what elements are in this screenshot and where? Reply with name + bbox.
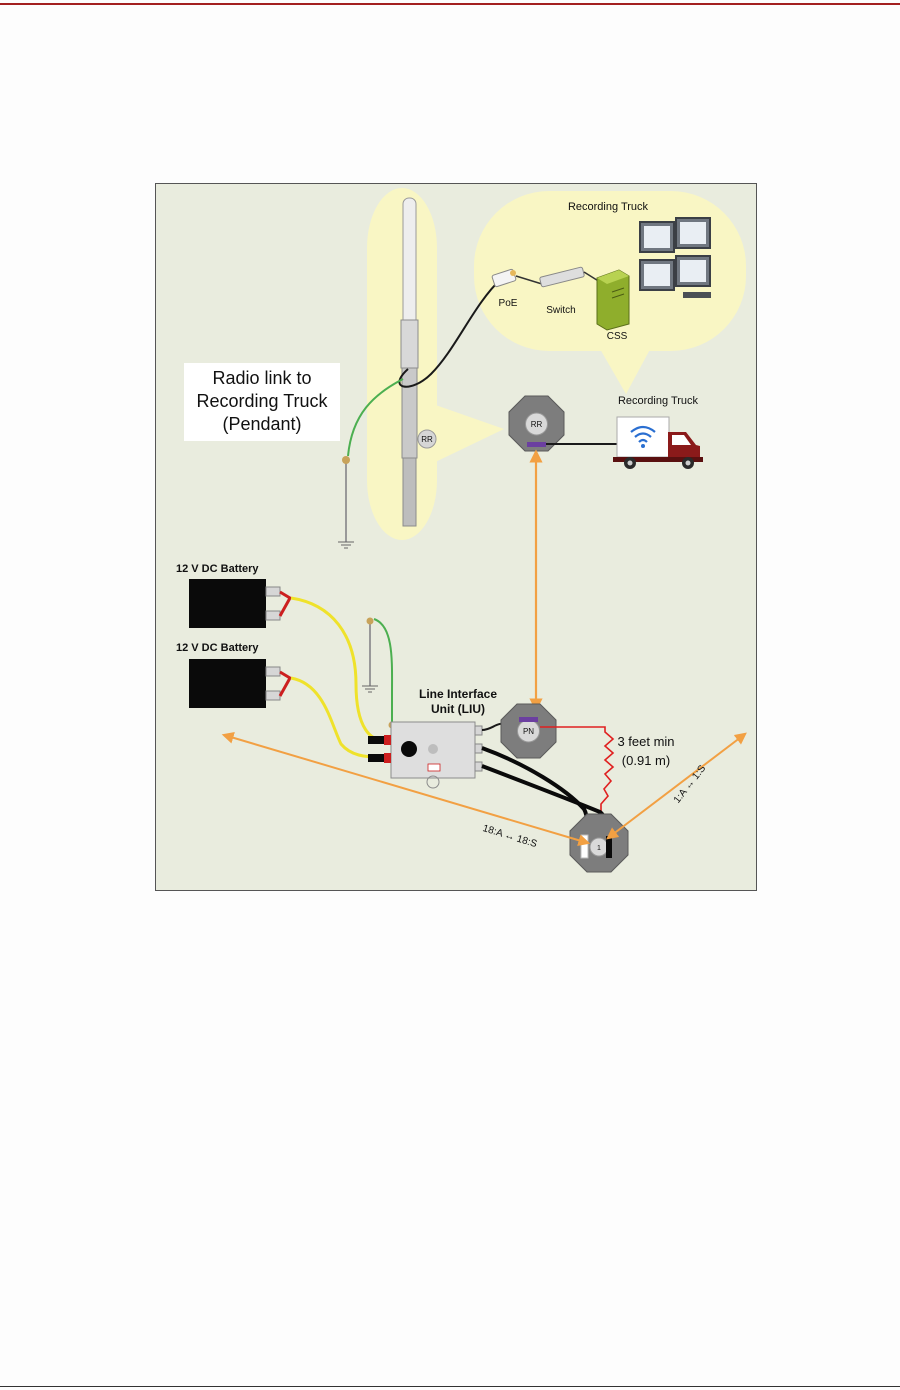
diagram-canvas: RR Radio link to Recording Truck (Pendan… — [156, 184, 756, 890]
wifi-dot — [641, 444, 645, 448]
station-node-label: 1 — [597, 845, 601, 852]
rr-antenna-label: RR — [421, 435, 433, 444]
liu-ground-rod — [362, 618, 396, 729]
page-header-rule — [0, 3, 900, 5]
distance-line-1: 3 feet min — [617, 734, 674, 749]
radio-link-line-1: Radio link to — [212, 368, 311, 388]
station-node — [570, 814, 628, 872]
battery-2-icon — [189, 659, 290, 708]
truck-label: Recording Truck — [618, 395, 699, 407]
liu-box — [368, 722, 482, 788]
pn-node-label: PN — [523, 727, 534, 736]
recording-truck-icon — [613, 417, 703, 469]
distance-line-2: (0.91 m) — [622, 753, 670, 768]
css-label: CSS — [607, 331, 628, 342]
battery-1-label: 12 V DC Battery — [176, 563, 259, 575]
battery-1-cable — [291, 598, 378, 739]
left-arrow-label: 18:A ↔ 18:S — [481, 823, 538, 850]
right-spread-arrow — [608, 734, 745, 838]
liu-label-line-1: Line Interface — [419, 687, 497, 701]
radio-link-line-3: (Pendant) — [222, 414, 301, 434]
poe-label: PoE — [499, 298, 518, 309]
page-footer-rule — [0, 1386, 900, 1387]
radio-link-line-2: Recording Truck — [196, 391, 328, 411]
deployment-diagram: RR Radio link to Recording Truck (Pendan… — [155, 183, 757, 891]
battery-2-cable — [291, 678, 378, 757]
css-computer-icon — [597, 270, 629, 330]
switch-label: Switch — [546, 305, 575, 316]
rr-node-label: RR — [531, 420, 543, 429]
battery-1-icon — [189, 579, 290, 628]
liu-label-line-2: Unit (LIU) — [431, 702, 485, 716]
battery-2-label: 12 V DC Battery — [176, 642, 259, 654]
truck-bubble-title: Recording Truck — [568, 201, 649, 213]
